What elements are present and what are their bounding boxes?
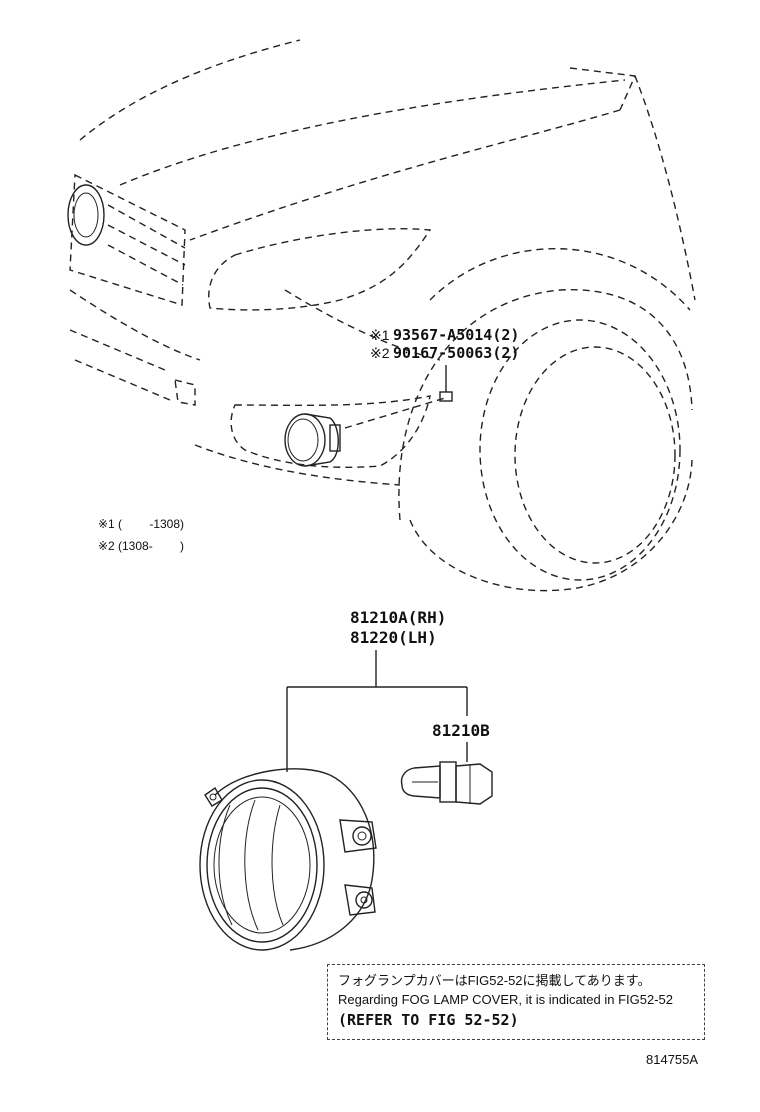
callout-part-2: 90167-50063(2) (393, 344, 519, 362)
part-label-lamp-rh: 81210A(RH) (350, 608, 446, 627)
vehicle-outline (67, 39, 696, 592)
leader-lines (286, 650, 468, 772)
callout-mark-1: ※1 (370, 327, 390, 343)
footnote-mark-2: ※2 (98, 539, 115, 553)
illustration-id: 814755A (646, 1052, 699, 1067)
note-line-jp: フォグランプカバーはFIG52-52に掲載してあります。 (338, 973, 651, 988)
footnote-range-2: (1308- ) (118, 539, 184, 553)
footnote-mark-1: ※1 (98, 517, 115, 531)
footnote-range-1: ( -1308) (118, 517, 184, 531)
installed-fog-lamp-icon (284, 413, 341, 467)
callout-part-1: 93567-A5014(2) (393, 326, 519, 344)
bolt-icon (344, 365, 453, 429)
fog-lamp-assembly-icon (199, 768, 377, 951)
note-line-en: Regarding FOG LAMP COVER, it is indicate… (338, 992, 674, 1007)
reference-note: フォグランプカバーはFIG52-52に掲載してあります。 Regarding F… (327, 964, 705, 1040)
part-label-lamp-lh: 81220(LH) (350, 628, 437, 647)
callout-mark-2: ※2 (370, 345, 390, 361)
bulb-icon (400, 761, 493, 805)
note-line-ref: (REFER TO FIG 52-52) (338, 1011, 519, 1029)
part-label-bulb: 81210B (432, 721, 490, 740)
